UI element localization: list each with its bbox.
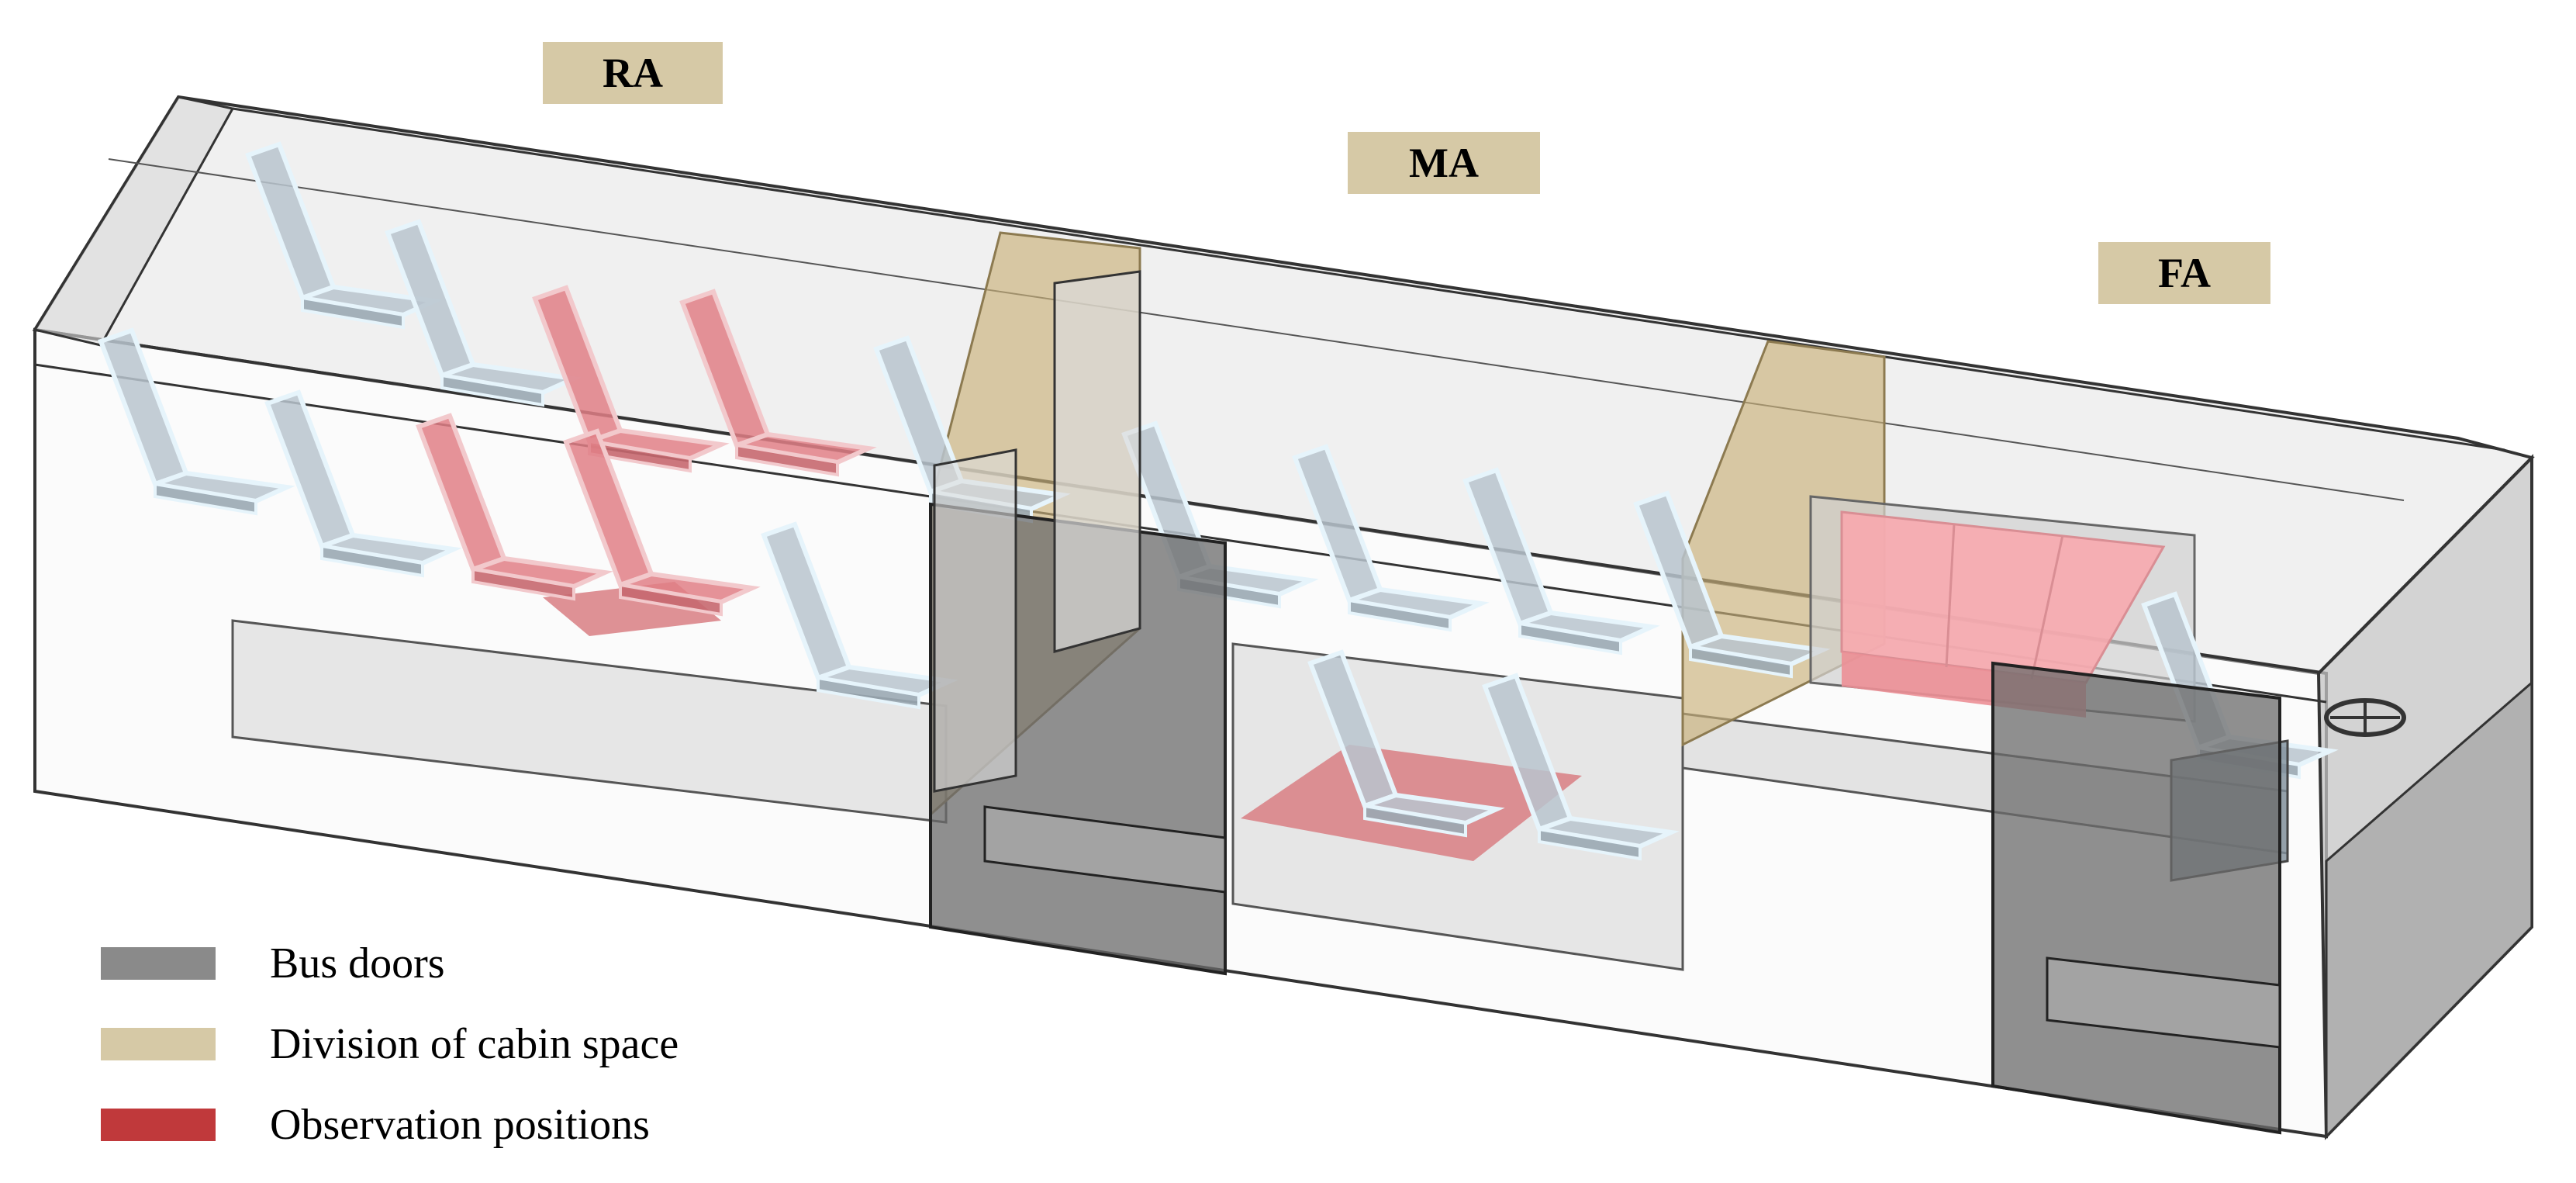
legend-item-doors: Bus doors — [101, 923, 679, 1004]
legend-item-division: Division of cabin space — [101, 1004, 679, 1084]
zone-label-rear: RA — [543, 42, 723, 104]
steering-wheel-icon — [2324, 698, 2406, 737]
legend-label: Bus doors — [270, 939, 445, 988]
front-end-lower — [2325, 680, 2533, 1140]
legend-swatch-division — [101, 1028, 216, 1060]
legend: Bus doors Division of cabin space Observ… — [101, 923, 679, 1165]
zone-label-front: FA — [2098, 242, 2270, 304]
front-bench — [1809, 495, 2196, 723]
legend-swatch-observation — [101, 1109, 216, 1141]
legend-label: Observation positions — [270, 1101, 650, 1149]
legend-label: Division of cabin space — [270, 1020, 679, 1068]
legend-item-observation: Observation positions — [101, 1084, 679, 1165]
legend-swatch-doors — [101, 947, 216, 980]
front-door — [1991, 661, 2281, 1135]
zone-label-middle: MA — [1348, 132, 1540, 194]
